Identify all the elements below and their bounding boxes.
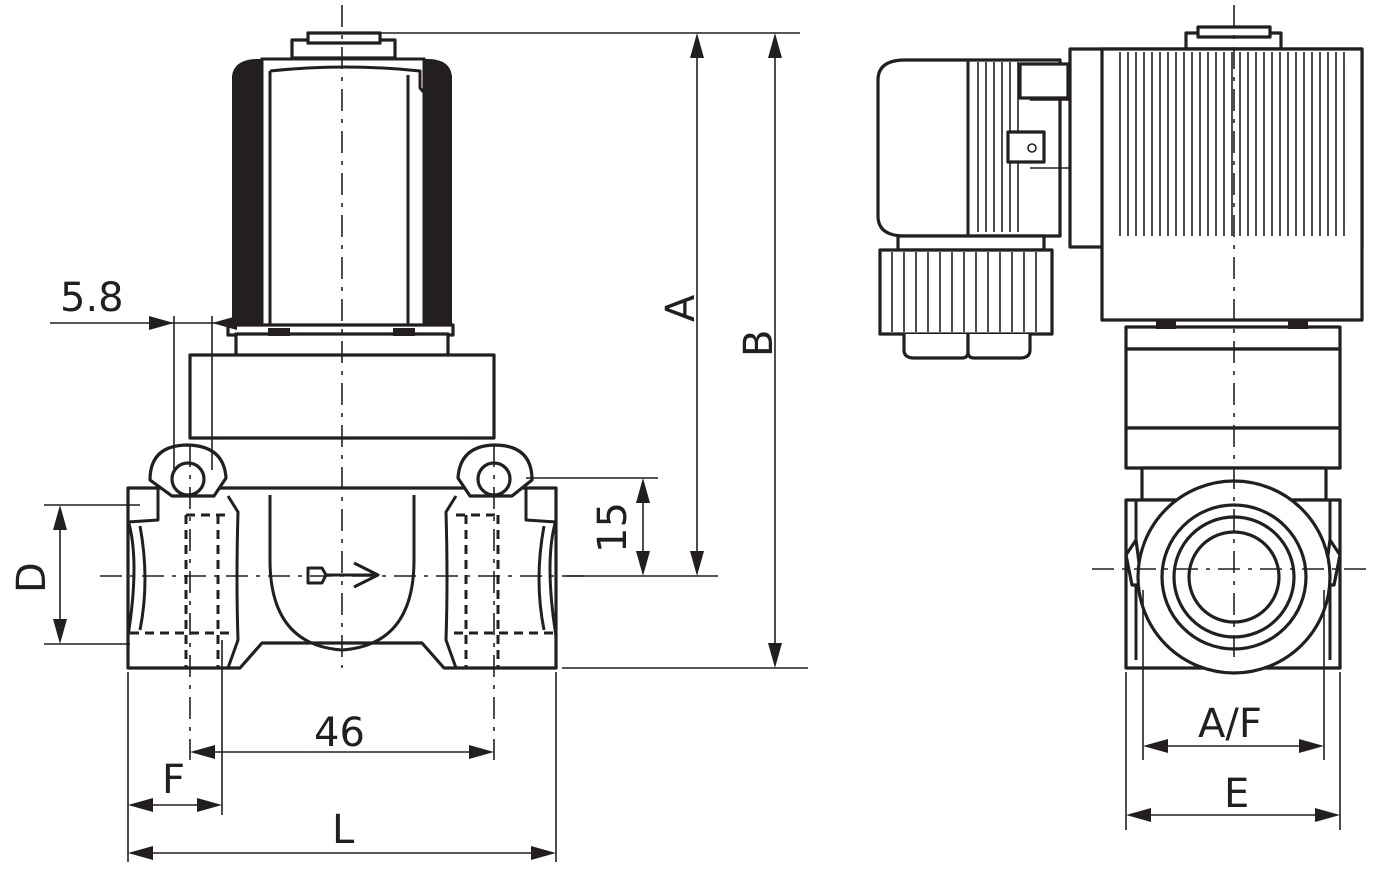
- side-gland-nut: [878, 234, 1054, 360]
- side-view: [876, 5, 1370, 675]
- front-dimensions: 5.8 A B 15 D 46 F L: [9, 32, 808, 862]
- label-af: A/F: [1198, 701, 1262, 747]
- label-46: 46: [314, 710, 365, 756]
- side-coil: [1068, 47, 1364, 322]
- label-d: D: [9, 562, 55, 593]
- label-b: B: [736, 330, 782, 357]
- label-l: L: [332, 807, 355, 853]
- label-f: F: [162, 757, 185, 803]
- front-view: [100, 5, 590, 760]
- side-bonnet: [1124, 321, 1342, 470]
- valve-body: [126, 486, 558, 670]
- label-5-8: 5.8: [60, 275, 124, 321]
- coil-housing: [232, 57, 452, 328]
- side-connector: [876, 58, 1070, 238]
- top-nut: [290, 31, 397, 60]
- side-dimensions: A/F E: [1125, 590, 1341, 830]
- label-15: 15: [590, 502, 636, 553]
- label-a: A: [658, 294, 704, 322]
- side-body: [1124, 466, 1342, 675]
- label-e: E: [1224, 771, 1249, 817]
